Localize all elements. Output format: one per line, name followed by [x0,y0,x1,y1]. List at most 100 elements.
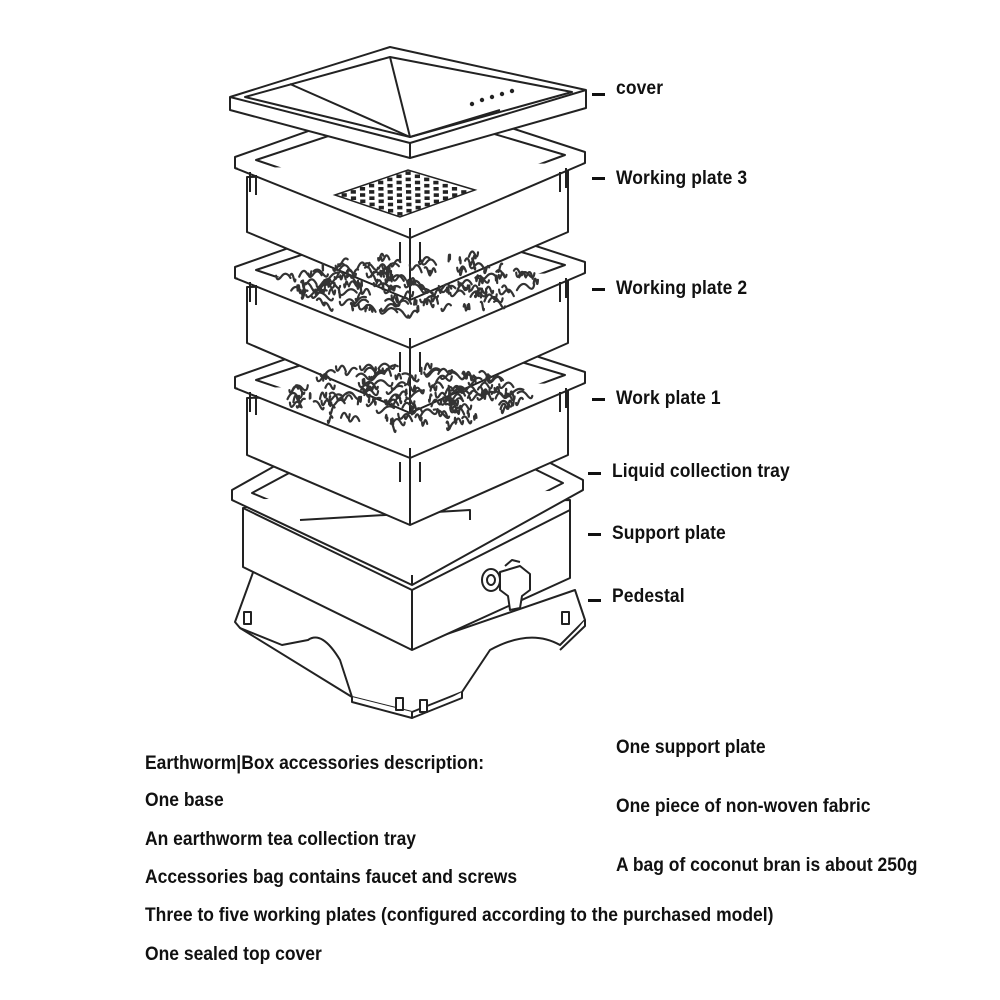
worm-squiggle [381,283,385,291]
grid-hole [360,193,366,197]
worm-squiggle [387,284,396,293]
worm-squiggle [346,274,360,284]
worm-squiggle [434,391,448,401]
grid-hole [387,183,393,188]
worm-squiggle [467,376,483,387]
worm-squiggle [338,298,356,307]
worm-squiggle [494,274,499,285]
worm-squiggle [474,274,490,284]
worm-squiggle [401,401,416,410]
grid-hole [424,177,430,182]
description-heading: Earthworm|Box accessories description: [145,753,485,774]
label-working-plate-3: Working plate 3 [616,168,748,189]
worm-squiggle [294,384,306,396]
worm-squiggle [383,284,401,295]
worm-squiggle [296,284,301,293]
worm-squiggle [424,368,441,378]
worm-squiggle [300,279,306,290]
worm-squiggle [445,420,451,430]
worm-squiggle [423,362,433,371]
worm-squiggle [454,417,465,426]
grid-hole [350,190,356,194]
grid-hole [415,193,421,197]
grid-hole [433,187,439,191]
worm-squiggle [371,396,377,406]
worm-squiggle [421,419,429,427]
perforated-grid [332,169,478,218]
grid-hole [378,193,384,197]
worm-squiggle [506,399,515,408]
worm-squiggle [485,285,495,295]
worm-squiggle [430,398,443,408]
description-item: A bag of coconut bran is about 250g [616,855,918,876]
worm-squiggle [483,373,490,383]
worm-squiggle [384,413,389,422]
grid-hole [405,171,411,175]
worm-squiggle [344,366,358,377]
worm-squiggle [466,302,471,311]
worm-squiggle [365,396,382,408]
worm-squiggle [300,289,309,300]
worm-squiggle [343,280,349,289]
worm-squiggle [432,408,451,420]
grid-hole [378,199,384,204]
worm-squiggle [423,367,442,376]
worm-squiggle [509,390,516,400]
worm-squiggle [414,413,423,422]
worm-squiggle [288,385,300,394]
grid-hole [397,199,403,204]
worm-squiggle [408,263,423,274]
grid-hole [424,190,430,194]
grid-hole [396,193,402,197]
worm-squiggle [362,385,373,394]
worm-squiggle [407,309,419,319]
label-cover: cover [616,78,664,99]
worm-bedding-plate-2 [275,250,539,319]
worm-squiggle [338,288,358,297]
worm-squiggle [476,390,496,401]
description-item: An earthworm tea collection tray [145,829,417,850]
worm-squiggle [456,283,469,292]
grid-hole [397,212,403,216]
label-leader [588,472,601,475]
worm-squiggle [500,405,508,415]
worm-squiggle [483,264,491,275]
worm-squiggle [466,389,484,399]
label-leader [592,288,605,291]
grid-hole [442,190,448,194]
grid-hole [414,174,420,179]
worm-squiggle [473,412,478,421]
grid-hole [405,177,411,182]
label-pedestal: Pedestal [612,586,685,607]
worm-squiggle [466,409,470,418]
worm-squiggle [413,298,418,306]
worm-squiggle [368,305,374,313]
worm-squiggle [298,269,313,278]
worm-squiggle [312,268,329,278]
label-leader [592,398,605,401]
description-item: One sealed top cover [145,944,322,965]
faucet-drawing [481,559,531,611]
grid-hole [414,180,421,185]
worm-squiggle [445,286,450,295]
worm-squiggle [362,262,379,272]
worm-squiggle [377,263,391,271]
worm-squiggle [504,387,525,398]
worm-squiggle [516,390,534,400]
label-work-plate-1: Work plate 1 [616,388,721,409]
worm-squiggle [308,392,312,400]
worm-squiggle [275,272,292,281]
worm-squiggle [493,299,507,310]
worm-squiggle [403,290,415,299]
grid-hole [415,187,421,191]
worm-squiggle [431,288,442,297]
worm-squiggle [363,366,381,375]
worm-squiggle [330,398,346,407]
worm-squiggle [493,385,501,394]
worm-squiggle [397,412,414,423]
worm-squiggle [440,302,452,313]
worm-squiggle [323,279,330,288]
worm-squiggle [356,261,371,270]
description-item: One base [145,790,224,811]
